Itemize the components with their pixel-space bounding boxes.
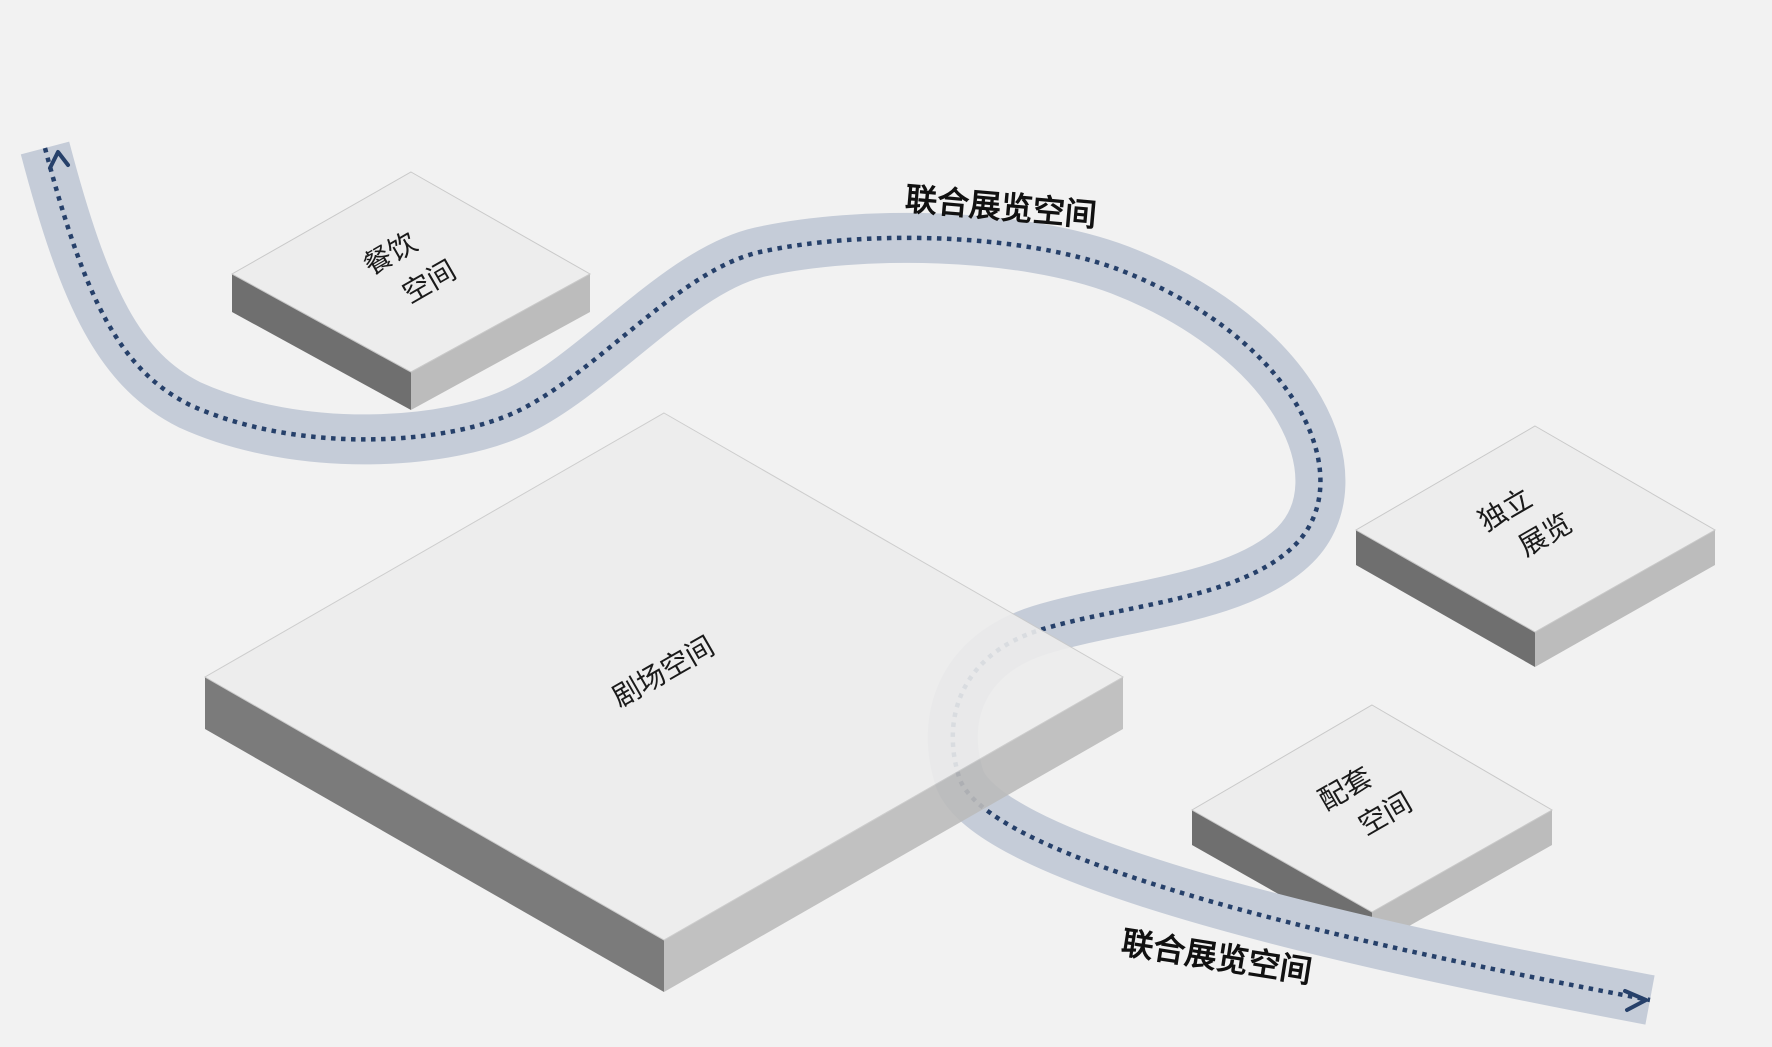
theater-block-right-side bbox=[664, 677, 1123, 992]
arrow-head-icon bbox=[1623, 989, 1648, 1012]
dining-block-left-side bbox=[232, 274, 411, 410]
independent-exhibition-block: 独立 展览 bbox=[1354, 425, 1717, 667]
dining-block: 餐饮 空间 bbox=[230, 171, 592, 410]
visitor-flow bbox=[45, 148, 1650, 1010]
support-block-right-side bbox=[1372, 810, 1552, 947]
theater-block bbox=[203, 412, 1125, 992]
support-block-top bbox=[1190, 704, 1554, 913]
independent-block-right-side bbox=[1535, 530, 1715, 667]
independent-block-top bbox=[1354, 425, 1717, 633]
support-block: 配套 空间 bbox=[1190, 704, 1554, 947]
dining-block-top bbox=[230, 171, 592, 373]
theater-block-left-side bbox=[205, 677, 664, 992]
dining-block-right-side bbox=[411, 274, 590, 410]
arrow-head-icon bbox=[48, 150, 70, 170]
independent-block-left-side bbox=[1356, 530, 1535, 667]
theater-block-top bbox=[203, 412, 1125, 941]
